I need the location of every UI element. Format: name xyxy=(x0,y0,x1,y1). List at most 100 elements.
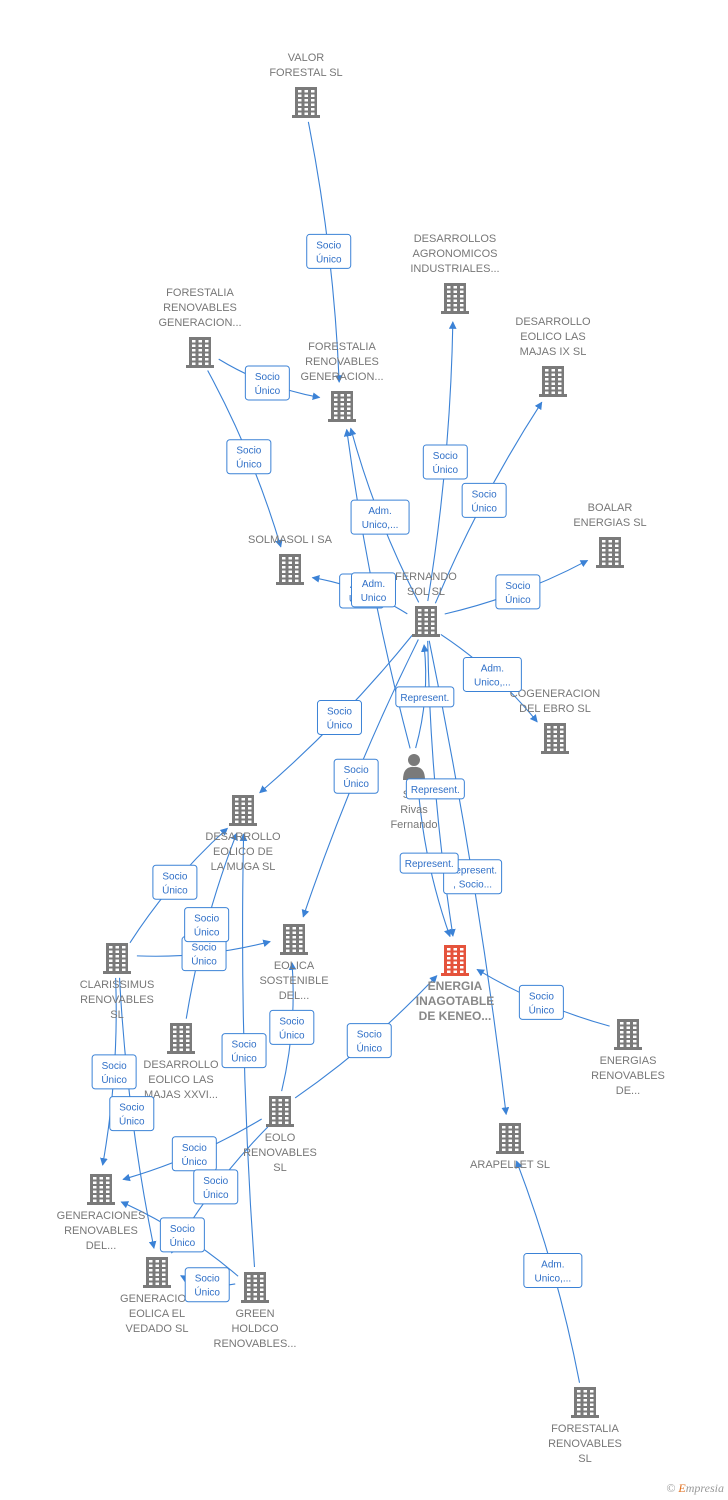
building-window xyxy=(304,108,308,111)
building-window xyxy=(198,353,202,356)
building-window xyxy=(235,807,239,810)
building-window xyxy=(547,739,551,742)
node-fre-left[interactable]: FORESTALIARENOVABLESGENERACION... xyxy=(158,287,242,368)
relation-label[interactable]: Represent. xyxy=(395,686,455,708)
building-window xyxy=(235,798,239,801)
building-window xyxy=(508,1126,512,1129)
relation-label[interactable]: Represent. xyxy=(405,778,465,800)
building-window xyxy=(99,1199,103,1202)
relation-label[interactable]: Represent. xyxy=(399,852,459,874)
building-window xyxy=(292,949,296,952)
node-label: DE KENEO... xyxy=(419,1009,492,1023)
node-label: AGRONOMICOS xyxy=(413,248,498,260)
building-window xyxy=(272,1108,276,1111)
building-window xyxy=(453,295,457,298)
building-window xyxy=(553,735,557,738)
building-window xyxy=(106,1190,110,1193)
building-window xyxy=(547,748,551,751)
node-dai[interactable]: DESARROLLOSAGRONOMICOSINDUSTRIALES... xyxy=(410,233,500,314)
node-solmasol[interactable]: SOLMASOL I SA xyxy=(248,534,333,585)
relation-label-text: Único xyxy=(529,1003,555,1016)
building-window xyxy=(253,1293,257,1296)
node-energdir[interactable]: ENERGIASRENOVABLESDE... xyxy=(591,1019,665,1097)
building-window xyxy=(515,1126,519,1129)
relation-label[interactable]: Adm.Unico,... xyxy=(462,656,522,692)
relation-label[interactable]: Adm.Unico,... xyxy=(350,499,410,535)
building-window xyxy=(545,373,549,376)
node-arapellet[interactable]: ARAPELLET SL xyxy=(470,1123,550,1171)
building-window xyxy=(304,94,308,97)
building-window xyxy=(278,1108,282,1111)
building-base xyxy=(614,1047,642,1050)
node-fre-top[interactable]: FORESTALIARENOVABLESGENERACION... xyxy=(300,341,384,422)
relation-label-text: Socio xyxy=(102,1061,127,1072)
building-icon xyxy=(241,1272,269,1303)
building-window xyxy=(99,1186,103,1189)
node-label: ENERGIAS SL xyxy=(573,517,646,529)
building-window xyxy=(260,1288,264,1291)
relation-label-text: Represent. xyxy=(411,785,460,796)
node-label: EOLICA EL xyxy=(129,1308,185,1320)
building-window xyxy=(295,566,299,569)
building-window xyxy=(334,403,338,406)
node-label: ENERGIAS xyxy=(600,1055,657,1067)
relation-label[interactable]: Adm.Unico xyxy=(350,572,396,608)
building-window xyxy=(99,1195,103,1198)
node-eolsost[interactable]: EOLICASOSTENIBLEDEL... xyxy=(259,924,329,1002)
building-window xyxy=(553,739,557,742)
building-window xyxy=(460,961,464,964)
building-window xyxy=(115,964,119,967)
building-window xyxy=(298,99,302,102)
building-window xyxy=(626,1040,630,1043)
building-base xyxy=(186,365,214,368)
node-green[interactable]: GREENHOLDCORENOVABLES... xyxy=(214,1272,297,1350)
building-window xyxy=(583,1399,587,1402)
relation-label-box xyxy=(350,499,410,535)
building-window xyxy=(334,407,338,410)
building-window xyxy=(162,1273,166,1276)
relation-label[interactable]: Adm.Unico,... xyxy=(523,1253,583,1289)
building-icon xyxy=(167,1023,195,1054)
node-genren[interactable]: GENERACIONESRENOVABLESDEL... xyxy=(57,1174,146,1252)
node-label: MAJAS IX SL xyxy=(520,346,587,358)
brand-name: mpresia xyxy=(685,1481,724,1495)
relation-label-text: Adm. xyxy=(541,1260,564,1271)
relation-label-text: Represent. xyxy=(400,693,449,704)
building-window xyxy=(282,561,286,564)
building-window xyxy=(311,99,315,102)
building-window xyxy=(235,816,239,819)
